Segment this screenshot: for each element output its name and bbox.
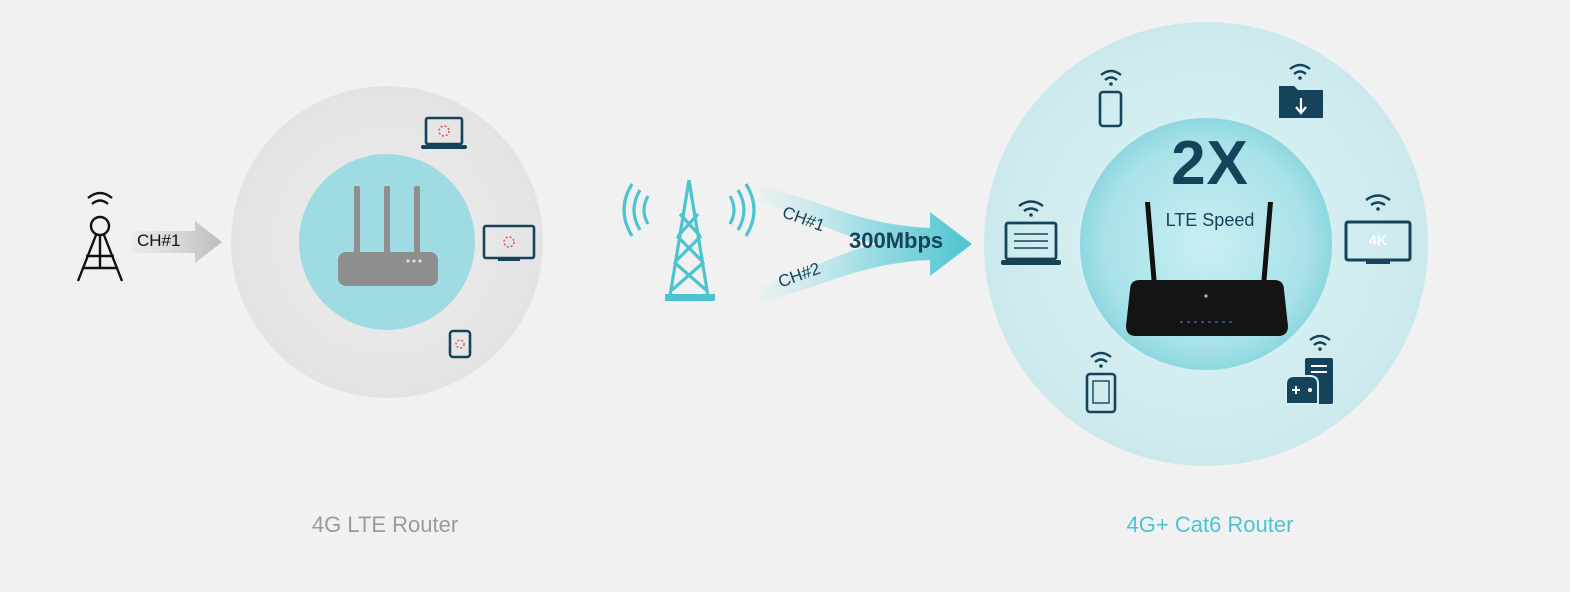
phone-wifi-icon <box>1098 69 1123 128</box>
tower-channel-label: CH#1 <box>137 231 181 250</box>
speed-label: 300Mbps <box>849 228 944 253</box>
monitor-loading-icon <box>482 224 536 261</box>
cell-tower-icon <box>76 191 124 282</box>
teal-tower-icon <box>622 179 756 301</box>
gray-arrow <box>132 221 222 263</box>
laptop-wifi-icon <box>1001 200 1061 265</box>
tv-4k-badge: 4K <box>1369 232 1387 248</box>
gaming-wifi-icon <box>1285 334 1333 405</box>
tv-4k-wifi-icon <box>1344 194 1412 264</box>
lte-router-caption: 4G LTE Router <box>311 512 459 537</box>
download-folder-icon <box>1279 63 1323 118</box>
gray-router-icon <box>338 186 438 286</box>
black-router-icon <box>1126 202 1288 336</box>
multiplier-label: 2X <box>1171 129 1249 198</box>
tablet-loading-icon <box>448 329 472 359</box>
laptop-loading-icon <box>421 116 467 149</box>
cat6-router-caption: 4G+ Cat6 Router <box>1126 512 1294 537</box>
tablet-wifi-icon <box>1085 351 1117 414</box>
carrier-aggregation-arrow <box>760 186 972 302</box>
multiplier-caption: LTE Speed <box>1165 210 1255 230</box>
